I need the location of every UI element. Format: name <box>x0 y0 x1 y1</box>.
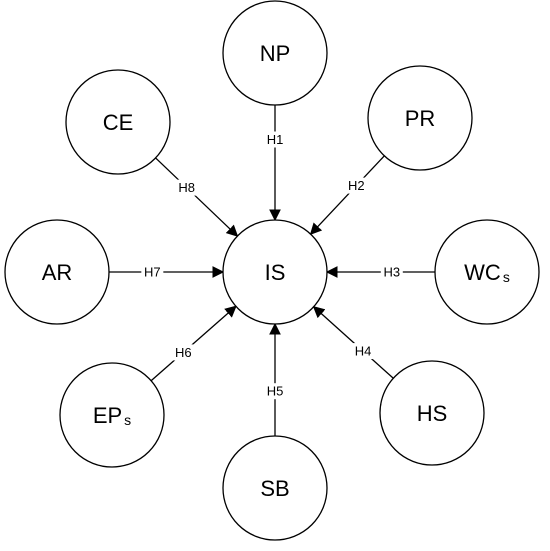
edge-pr-to-is: H2 <box>309 155 385 235</box>
node-circle <box>222 0 328 106</box>
arrow-line <box>150 305 237 382</box>
hypothesis-label: H7 <box>144 265 161 280</box>
edge-np-to-is: H1 <box>264 105 286 222</box>
node-ce: CE <box>65 69 171 175</box>
node-circle <box>65 69 171 175</box>
hypothesis-label: H5 <box>267 384 284 399</box>
edge-hs-to-is: H4 <box>312 305 394 379</box>
edge-label-background <box>141 264 164 280</box>
node-label-main: AR <box>42 260 73 285</box>
arrow-line <box>155 157 239 237</box>
node-pr: PR <box>367 65 473 171</box>
edge-sb-to-is: H5 <box>264 322 286 436</box>
node-label-main: SB <box>260 476 289 501</box>
node-circle <box>434 219 540 325</box>
arrow-line <box>312 305 394 379</box>
node-label: CE <box>103 110 134 135</box>
hypothesis-label: H3 <box>383 265 400 280</box>
edge-label-background <box>352 343 375 360</box>
edge-label-background <box>264 131 286 148</box>
node-label-subscript: s <box>124 412 131 428</box>
hypothesis-label: H1 <box>267 132 284 147</box>
node-label-subscript: s <box>503 269 510 285</box>
node-label-main: PR <box>405 106 436 131</box>
edge-label-background <box>264 383 286 400</box>
node-label: PR <box>405 106 436 131</box>
center-node-is: IS <box>222 219 328 325</box>
node-label-main: HS <box>417 401 448 426</box>
edge-eps-to-is: H6 <box>150 305 237 382</box>
edge-wcs-to-is: H3 <box>325 264 435 280</box>
node-label: SB <box>260 476 289 501</box>
hypothesis-label: H2 <box>348 178 365 193</box>
node-label: AR <box>42 260 73 285</box>
node-circle <box>222 219 328 325</box>
node-label: NP <box>260 41 291 66</box>
edge-label-background <box>172 344 195 361</box>
edge-ar-to-is: H7 <box>109 264 225 280</box>
node-circle <box>367 65 473 171</box>
edge-ce-to-is: H8 <box>155 157 239 237</box>
node-circle <box>379 360 485 466</box>
node-label: HS <box>417 401 448 426</box>
edge-label-background <box>175 179 198 196</box>
hypothesis-label: H6 <box>175 345 192 360</box>
node-circle <box>59 362 165 468</box>
edge-label-background <box>380 264 403 280</box>
node-label: IS <box>265 260 286 285</box>
node-np: NP <box>222 0 328 106</box>
node-label-main: WC <box>464 260 501 285</box>
node-label-main: CE <box>103 110 134 135</box>
node-label-main: NP <box>260 41 291 66</box>
hypothesis-label: H4 <box>355 344 372 359</box>
node-circle <box>222 435 328 541</box>
node-circle <box>4 219 110 325</box>
arrow-line <box>309 155 385 235</box>
node-label-main: EP <box>93 403 122 428</box>
node-sb: SB <box>222 435 328 541</box>
node-label-main: IS <box>265 260 286 285</box>
edge-label-background <box>345 177 368 194</box>
node-ar: AR <box>4 219 110 325</box>
hypothesis-label: H8 <box>178 180 195 195</box>
node-hs: HS <box>379 360 485 466</box>
